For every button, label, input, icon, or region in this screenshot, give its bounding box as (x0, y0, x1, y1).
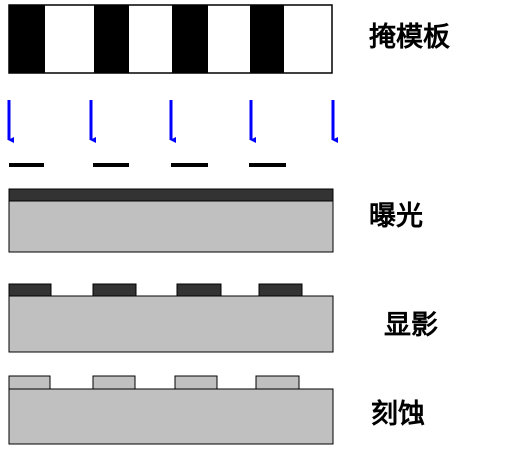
substrate (8, 199, 334, 253)
etch-label: 刻蚀 (371, 399, 425, 430)
etch-stage (8, 375, 334, 445)
exposure-stage (8, 188, 334, 253)
resist-block (176, 283, 222, 297)
mask-label: 掩模板 (369, 22, 450, 53)
pattern-dash (249, 163, 286, 167)
mask-dark-stripe (250, 5, 284, 73)
etched-block (8, 375, 51, 390)
etched-block (92, 375, 136, 390)
pattern-dash (171, 163, 208, 167)
mask-dark-stripe (94, 5, 129, 73)
etched-block (255, 375, 300, 390)
mask-dark-stripe (9, 5, 45, 73)
resist-block (8, 283, 52, 297)
pattern-dash (9, 163, 44, 167)
light-arrows (7, 100, 338, 143)
exposure-label: 曝光 (369, 201, 423, 232)
resist-block (92, 283, 137, 297)
substrate (8, 295, 334, 353)
photoresist-layer (8, 188, 334, 202)
etched-block (174, 375, 218, 390)
resist-block (258, 283, 303, 297)
mask-plate (8, 4, 333, 74)
exposure-pattern (9, 163, 286, 167)
substrate (8, 388, 334, 445)
mask-dark-stripe (172, 5, 208, 73)
develop-stage (8, 283, 334, 353)
pattern-dash (93, 163, 129, 167)
develop-label: 显影 (384, 310, 438, 341)
